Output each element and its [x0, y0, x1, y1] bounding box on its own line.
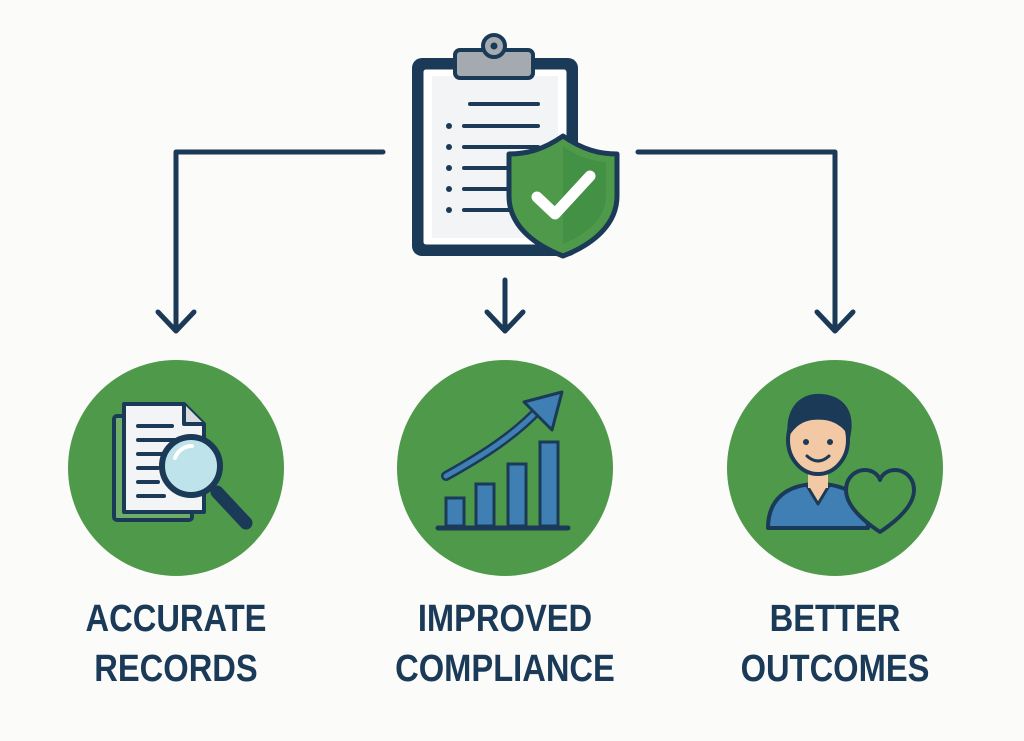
connector-center — [484, 277, 526, 334]
label-improved-compliance: IMPROVED COMPLIANCE — [376, 594, 634, 694]
label-line-1: IMPROVED — [417, 598, 593, 640]
heart-icon — [844, 468, 916, 534]
connector-right — [635, 149, 856, 334]
label-better-outcomes: BETTER OUTCOMES — [706, 594, 964, 694]
growth-chart-icon — [435, 390, 571, 531]
label-line-2: COMPLIANCE — [395, 648, 615, 690]
outcome-accurate-records — [68, 360, 284, 576]
connector-left — [155, 149, 386, 334]
shield-check-icon — [506, 133, 620, 259]
label-line-1: ACCURATE — [85, 598, 267, 640]
label-accurate-records: ACCURATE RECORDS — [47, 594, 305, 694]
label-line-2: RECORDS — [94, 648, 258, 690]
document-search-icon — [112, 402, 253, 530]
label-line-1: BETTER — [769, 598, 901, 640]
label-line-2: OUTCOMES — [740, 648, 930, 690]
happy-patient-icon — [766, 393, 870, 530]
outcome-better-outcomes — [727, 360, 943, 576]
outcome-improved-compliance — [397, 360, 613, 576]
